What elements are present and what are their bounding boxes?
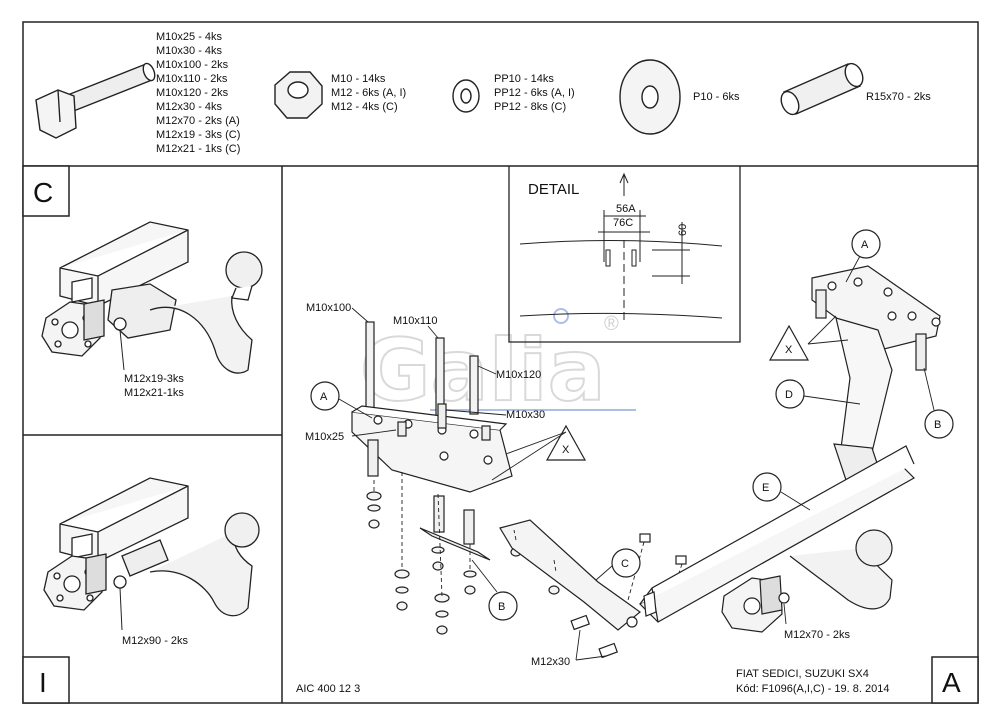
sheet-frame	[22, 21, 979, 704]
panel-i: I M12x90 - 2ks	[22, 477, 260, 704]
nut-spec: M12 - 6ks (A, I)	[331, 87, 406, 99]
bolt-label-c: M12x19-3ks	[124, 373, 184, 385]
left-bracket-drawing	[351, 321, 687, 659]
bolt-label-c: M12x21-1ks	[124, 387, 184, 399]
nut-icon	[274, 71, 323, 119]
washer-icon	[452, 79, 480, 113]
washer-spec: PP10 - 14ks	[494, 73, 554, 85]
callout-circle	[611, 548, 641, 578]
panel-a: A	[931, 656, 979, 704]
bolt-spec: M10x100 - 2ks	[156, 59, 229, 71]
bolt-spec: M12x70 - 2ks (A)	[156, 115, 240, 127]
callout-circle	[775, 379, 805, 409]
spacer-tube-icon	[780, 62, 864, 116]
part-label: M10x25	[305, 431, 344, 443]
svg-text:Galia: Galia	[360, 321, 606, 421]
callout-circle	[851, 229, 881, 259]
plate-washer-icon	[619, 59, 681, 135]
washer-spec: PP12 - 8ks (C)	[494, 101, 566, 113]
callout-markers	[310, 229, 954, 621]
callout-letter: B	[934, 419, 941, 431]
nut-list: M10 - 14ks M12 - 6ks (A, I) M12 - 4ks (C…	[331, 73, 406, 113]
bolt-spec: M12x21 - 1ks (C)	[156, 143, 240, 155]
part-label: M10x100	[306, 302, 351, 314]
callout-letter: D	[785, 389, 793, 401]
nut-spec: M12 - 4ks (C)	[331, 101, 398, 113]
part-label: M10x120	[496, 369, 541, 381]
part-label: M12x70 - 2ks	[784, 629, 851, 641]
part-label: M12x30	[531, 656, 570, 668]
callout-triangle	[545, 424, 587, 461]
washer-list: PP10 - 14ks PP12 - 6ks (A, I) PP12 - 8ks…	[494, 73, 575, 113]
callout-triangle	[768, 324, 810, 361]
panel-letter: I	[39, 667, 47, 698]
spacer-label: R15x70 - 2ks	[866, 91, 931, 103]
towbar-i-drawing	[43, 477, 260, 631]
bolt-spec: M12x19 - 3ks (C)	[156, 129, 240, 141]
callout-circle	[310, 381, 340, 411]
callout-letter: E	[762, 482, 769, 494]
bolt-spec: M12x30 - 4ks	[156, 101, 223, 113]
callout-letter: X	[562, 444, 570, 456]
vehicle-model: FIAT SEDICI, SUZUKI SX4	[736, 668, 869, 680]
callout-circle	[488, 591, 518, 621]
bolt-spec: M10x25 - 4ks	[156, 31, 223, 43]
bolt-icon	[35, 62, 156, 139]
callout-letter: C	[621, 558, 629, 570]
callout-letters: A B A B D E C X X	[320, 239, 941, 613]
dimension-label: 76C	[613, 217, 633, 229]
nut-spec: M10 - 14ks	[331, 73, 386, 85]
callout-letter: A	[320, 391, 328, 403]
bolt-label-i: M12x90 - 2ks	[122, 635, 189, 647]
panel-letter: C	[33, 177, 53, 208]
part-labels: M10x100 M10x110 M10x120 M10x30 M10x25 M1…	[305, 302, 851, 668]
callout-letter: X	[785, 344, 793, 356]
right-bracket-drawing	[639, 265, 941, 633]
callout-circle	[924, 409, 954, 439]
bolt-spec: M10x110 - 2ks	[156, 73, 228, 85]
callout-leaders	[338, 255, 935, 593]
drawing-code: AIC 400 12 3	[296, 683, 360, 695]
towbar-c-drawing	[41, 221, 263, 374]
bolt-spec: M10x120 - 2ks	[156, 87, 229, 99]
detail-inset: DETAIL 56A 76C 60	[508, 166, 741, 343]
dimension-label: 60	[677, 224, 689, 236]
part-label: M10x30	[506, 409, 545, 421]
svg-text:®: ®	[604, 313, 619, 335]
callout-letter: A	[861, 239, 869, 251]
part-label: M10x110	[393, 315, 437, 327]
bolt-spec: M10x30 - 4ks	[156, 45, 223, 57]
plate-washer-label: P10 - 6ks	[693, 91, 740, 103]
bolt-list: M10x25 - 4ks M10x30 - 4ks M10x100 - 2ks …	[156, 31, 240, 155]
callout-circle	[752, 472, 782, 502]
panel-c: C M12x19-3ks M12x21-1ks	[22, 165, 263, 399]
washer-spec: PP12 - 6ks (A, I)	[494, 87, 575, 99]
detail-title: DETAIL	[528, 181, 579, 198]
panel-letter: A	[942, 667, 961, 698]
callout-letter: B	[498, 601, 505, 613]
kod-label: Kód: F1096(A,I,C) - 19. 8. 2014	[736, 683, 889, 695]
galia-watermark: Galia ®	[359, 308, 636, 422]
part-label-leaders	[351, 307, 607, 661]
dimension-label: 56A	[616, 203, 636, 215]
